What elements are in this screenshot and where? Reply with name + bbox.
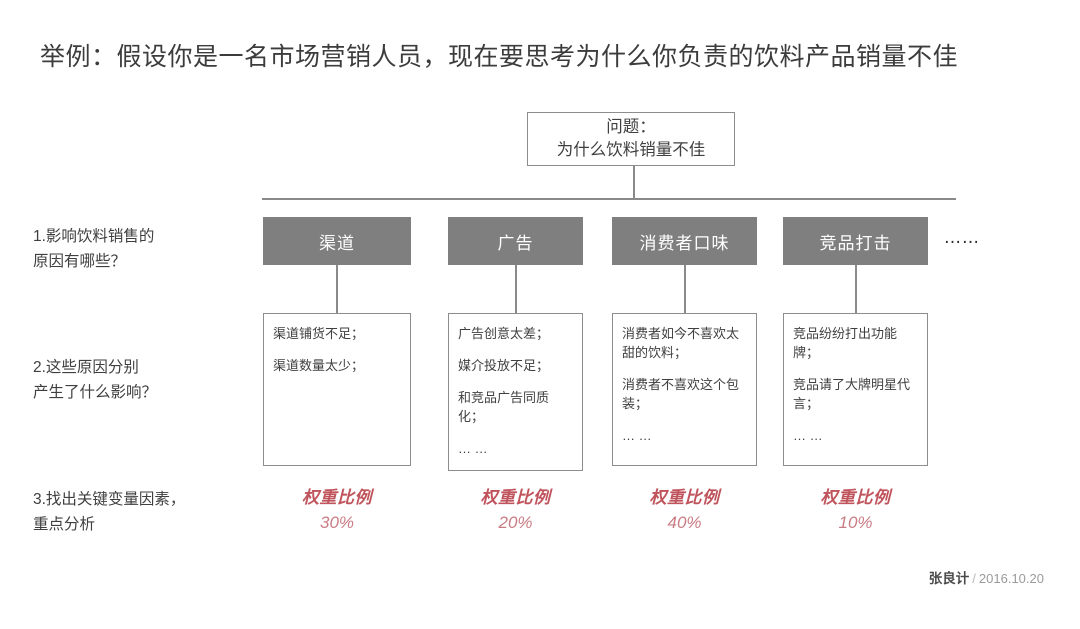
detail-item: 广告创意太差； [458, 326, 550, 341]
detail-item: 渠道铺货不足； [273, 326, 365, 341]
problem-statement: 为什么饮料销量不佳 [556, 141, 706, 159]
detail-item: 竞品请了大牌明星代言； [793, 377, 911, 411]
detail-box-consumer-taste: 消费者如今不喜欢太甜的饮料； 消费者不喜欢这个包装； … … [612, 313, 757, 466]
weight-label: 权重比例 [649, 488, 720, 507]
detail-item: … … [458, 441, 488, 456]
footer-signature: 张良计/2016.10.20 [929, 567, 1044, 587]
weight-label: 权重比例 [820, 488, 891, 507]
category-label: 消费者口味 [639, 233, 730, 253]
page-title: 举例：假设你是一名市场营销人员，现在要思考为什么你负责的饮料产品销量不佳 [40, 43, 959, 71]
footer-author: 张良计 [928, 571, 970, 586]
detail-box-advertising: 广告创意太差； 媒介投放不足； 和竞品广告同质化； … … [448, 313, 583, 471]
step-label-3: 3.找出关键变量因素， 重点分析 [33, 491, 186, 533]
detail-box-competitor-attack: 竞品纷纷打出功能牌； 竞品请了大牌明星代言； … … [783, 313, 928, 466]
category-box-consumer-taste[interactable]: 消费者口味 [612, 217, 757, 265]
weight-annotation-consumer-taste: 权重比例 40% [612, 485, 757, 535]
category-box-advertising[interactable]: 广告 [448, 217, 583, 265]
weight-value: 40% [667, 513, 702, 532]
detail-box-channel: 渠道铺货不足； 渠道数量太少； [263, 313, 411, 466]
weight-label: 权重比例 [302, 488, 372, 507]
weight-label: 权重比例 [480, 488, 551, 507]
detail-item: 和竞品广告同质化； [458, 390, 550, 424]
connector-horizontal-bus [262, 197, 956, 200]
detail-item: … … [622, 428, 652, 443]
detail-item: 竞品纷纷打出功能牌； [793, 326, 898, 360]
problem-heading: 问题： [606, 118, 656, 136]
step-label-2: 2.这些原因分别 产生了什么影响？ [33, 359, 158, 401]
footer-date: 2016.10.20 [978, 571, 1044, 586]
connector-vertical-drop [633, 166, 635, 199]
connector-stub-2 [515, 265, 517, 313]
footer-separator: / [972, 571, 976, 586]
category-label: 渠道 [319, 233, 355, 253]
detail-item: … … [793, 428, 823, 443]
connector-stub-3 [684, 265, 686, 313]
connector-stub-1 [336, 265, 338, 313]
category-label: 竞品打击 [819, 233, 892, 253]
weight-value: 10% [838, 513, 873, 532]
weight-annotation-channel: 权重比例 30% [263, 485, 411, 535]
weight-annotation-advertising: 权重比例 20% [448, 485, 583, 535]
detail-item: 渠道数量太少； [273, 358, 365, 373]
category-label: 广告 [497, 233, 534, 253]
detail-item: 消费者如今不喜欢太甜的饮料； [622, 326, 740, 360]
category-box-channel[interactable]: 渠道 [263, 217, 411, 265]
step-label-1: 1.影响饮料销售的 原因有哪些？ [33, 228, 155, 270]
weight-value: 20% [498, 513, 533, 532]
weight-value: 30% [319, 513, 355, 532]
connector-stub-4 [855, 265, 857, 313]
weight-annotation-competitor-attack: 权重比例 10% [783, 485, 928, 535]
detail-item: 媒介投放不足； [458, 358, 550, 373]
category-box-competitor-attack[interactable]: 竞品打击 [783, 217, 928, 265]
problem-box: 问题： 为什么饮料销量不佳 [527, 112, 735, 166]
category-ellipsis: …… [944, 228, 980, 248]
detail-item: 消费者不喜欢这个包装； [622, 377, 740, 411]
